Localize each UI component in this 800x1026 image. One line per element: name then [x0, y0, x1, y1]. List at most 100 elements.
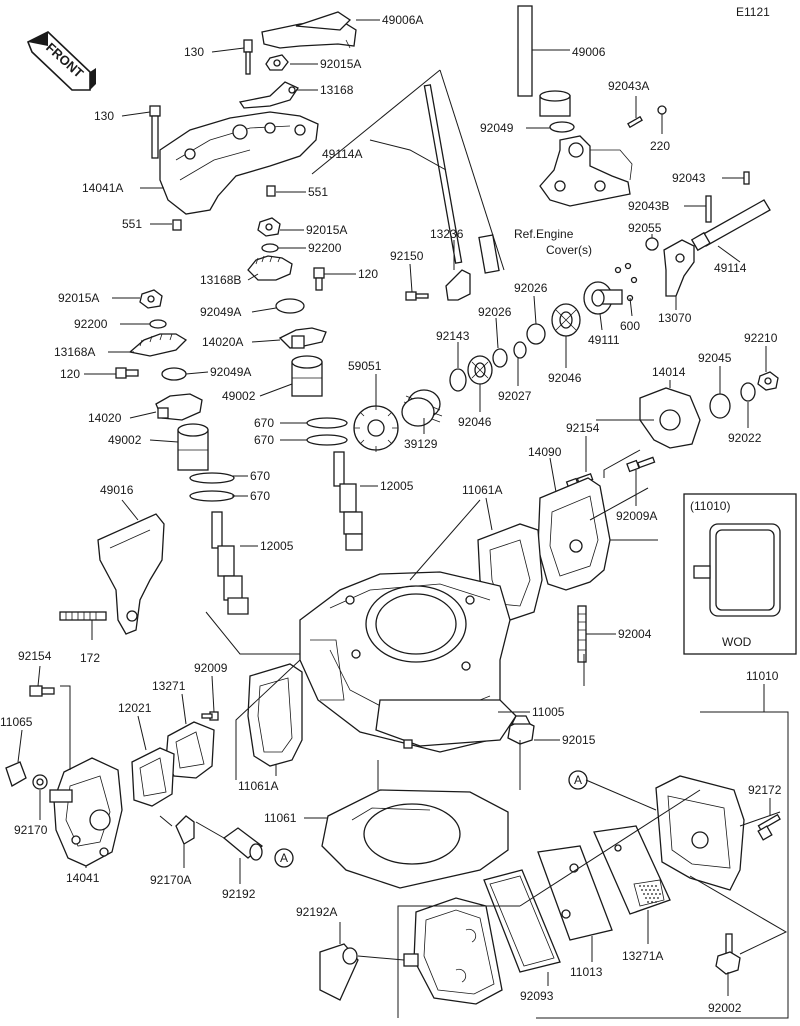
circle-ref-a-left-label: A	[280, 851, 288, 865]
label-13236: 13236	[430, 227, 464, 241]
bolt-130-top	[243, 39, 253, 75]
circle-ref-a-left	[274, 848, 294, 868]
label-92049A-a: 92049A	[200, 305, 241, 319]
label-12005-b: 12005	[260, 539, 294, 553]
pin-92043A	[627, 115, 643, 129]
inset-title: (11010)	[690, 499, 730, 513]
label-92150: 92150	[390, 249, 424, 263]
label-11061A-b: 11061A	[238, 779, 278, 793]
label-11005: 11005	[532, 705, 565, 719]
stud-92004	[577, 605, 587, 663]
label-92009A: 92009A	[616, 509, 657, 523]
screw-92172	[757, 813, 781, 841]
bolt-92002	[715, 933, 741, 975]
washer-92026-a	[492, 348, 508, 368]
leader-lines	[17, 19, 789, 1019]
spring-39129	[401, 389, 443, 427]
ref-note-line1: Ref.Engine	[514, 227, 574, 241]
label-600: 600	[620, 319, 640, 333]
label-670-d: 670	[250, 489, 270, 503]
label-14041: 14041	[66, 871, 100, 885]
label-120-a: 120	[358, 267, 378, 281]
nut-92015A-mid	[257, 217, 281, 237]
gear-13168A	[128, 333, 188, 357]
label-670-b: 670	[254, 433, 274, 447]
label-11065: 11065	[0, 715, 33, 729]
label-92093: 92093	[520, 989, 554, 1003]
label-130-b: 130	[94, 109, 114, 123]
label-92055: 92055	[628, 221, 662, 235]
label-220: 220	[650, 139, 670, 153]
label-13271: 13271	[152, 679, 186, 693]
reed-housing-11010	[655, 775, 745, 891]
label-92022: 92022	[728, 431, 762, 445]
label-13168B: 13168B	[200, 273, 241, 287]
bolt-120-a	[313, 267, 325, 291]
bolt-92009	[201, 711, 219, 721]
bolt-120-b	[115, 367, 139, 379]
inset-box	[683, 493, 797, 655]
oring-670-c	[189, 472, 235, 484]
label-670-a: 670	[254, 416, 274, 430]
lever-13168	[238, 81, 299, 109]
cover-14090	[537, 477, 611, 591]
label-92015A-b: 92015A	[306, 223, 347, 237]
label-92015A-a: 92015A	[320, 57, 361, 71]
ref-note-line2: Cover(s)	[546, 243, 592, 257]
oring-670-d	[189, 490, 235, 502]
bracket-49016	[97, 513, 165, 635]
plate-11013	[537, 845, 613, 941]
cover-14014	[639, 387, 701, 449]
reed-block-main	[403, 897, 503, 1005]
diagram-code: E1121	[736, 5, 770, 19]
bolt-92154-b	[29, 685, 55, 697]
washer-92027	[513, 341, 527, 359]
label-92026-a: 92026	[478, 305, 512, 319]
nut-92015A-low	[139, 289, 163, 309]
cylinder-11005	[299, 571, 517, 753]
label-13168: 13168	[320, 83, 354, 97]
label-172: 172	[80, 651, 100, 665]
label-49114A: 49114A	[322, 147, 362, 161]
nut-92015A-top	[265, 54, 289, 71]
bearing-92046-a	[467, 355, 493, 385]
clamp-92170A	[175, 815, 195, 845]
label-92154-a: 92154	[566, 421, 600, 435]
part-labels: 49006A 130 92015A 13168 130 14041A 551 5…	[0, 13, 782, 1015]
valve-holder-49002-b	[177, 423, 209, 471]
label-49016: 49016	[100, 483, 134, 497]
washer-92200-a	[261, 243, 279, 253]
label-92200-a: 92200	[308, 241, 342, 255]
label-12021: 12021	[118, 701, 152, 715]
gear-59051	[353, 404, 399, 452]
label-92210: 92210	[744, 331, 778, 345]
reed-plate-13271A	[593, 825, 671, 915]
label-39129: 39129	[404, 437, 438, 451]
label-92192A: 92192A	[296, 905, 337, 919]
label-14041A: 14041A	[82, 181, 123, 195]
label-92043A: 92043A	[608, 79, 649, 93]
bolt-92150	[405, 291, 429, 301]
label-13070: 13070	[658, 311, 692, 325]
label-551-b: 551	[122, 217, 142, 231]
label-130-a: 130	[184, 45, 204, 59]
hose-92192A	[319, 943, 359, 1001]
gear-13168B	[247, 255, 293, 281]
rod-49114A	[423, 84, 500, 274]
circle-ref-a-right-label: A	[574, 773, 582, 787]
oring-670-a	[306, 417, 348, 429]
pin-92043B	[705, 195, 712, 223]
label-49111: 49111	[588, 333, 620, 347]
cap-11065	[5, 761, 27, 787]
label-92043: 92043	[672, 171, 706, 185]
carburetor-14041	[49, 757, 123, 867]
washer-92200-b	[149, 319, 167, 329]
exhaust-valve-12005-a	[333, 451, 363, 551]
screw-220	[657, 105, 667, 115]
washer-92022	[740, 382, 756, 402]
label-92192: 92192	[222, 887, 256, 901]
nut-92015	[507, 715, 535, 745]
reed-12021	[131, 747, 175, 807]
label-49002-b: 49002	[108, 433, 142, 447]
label-92015A-c: 92015A	[58, 291, 99, 305]
